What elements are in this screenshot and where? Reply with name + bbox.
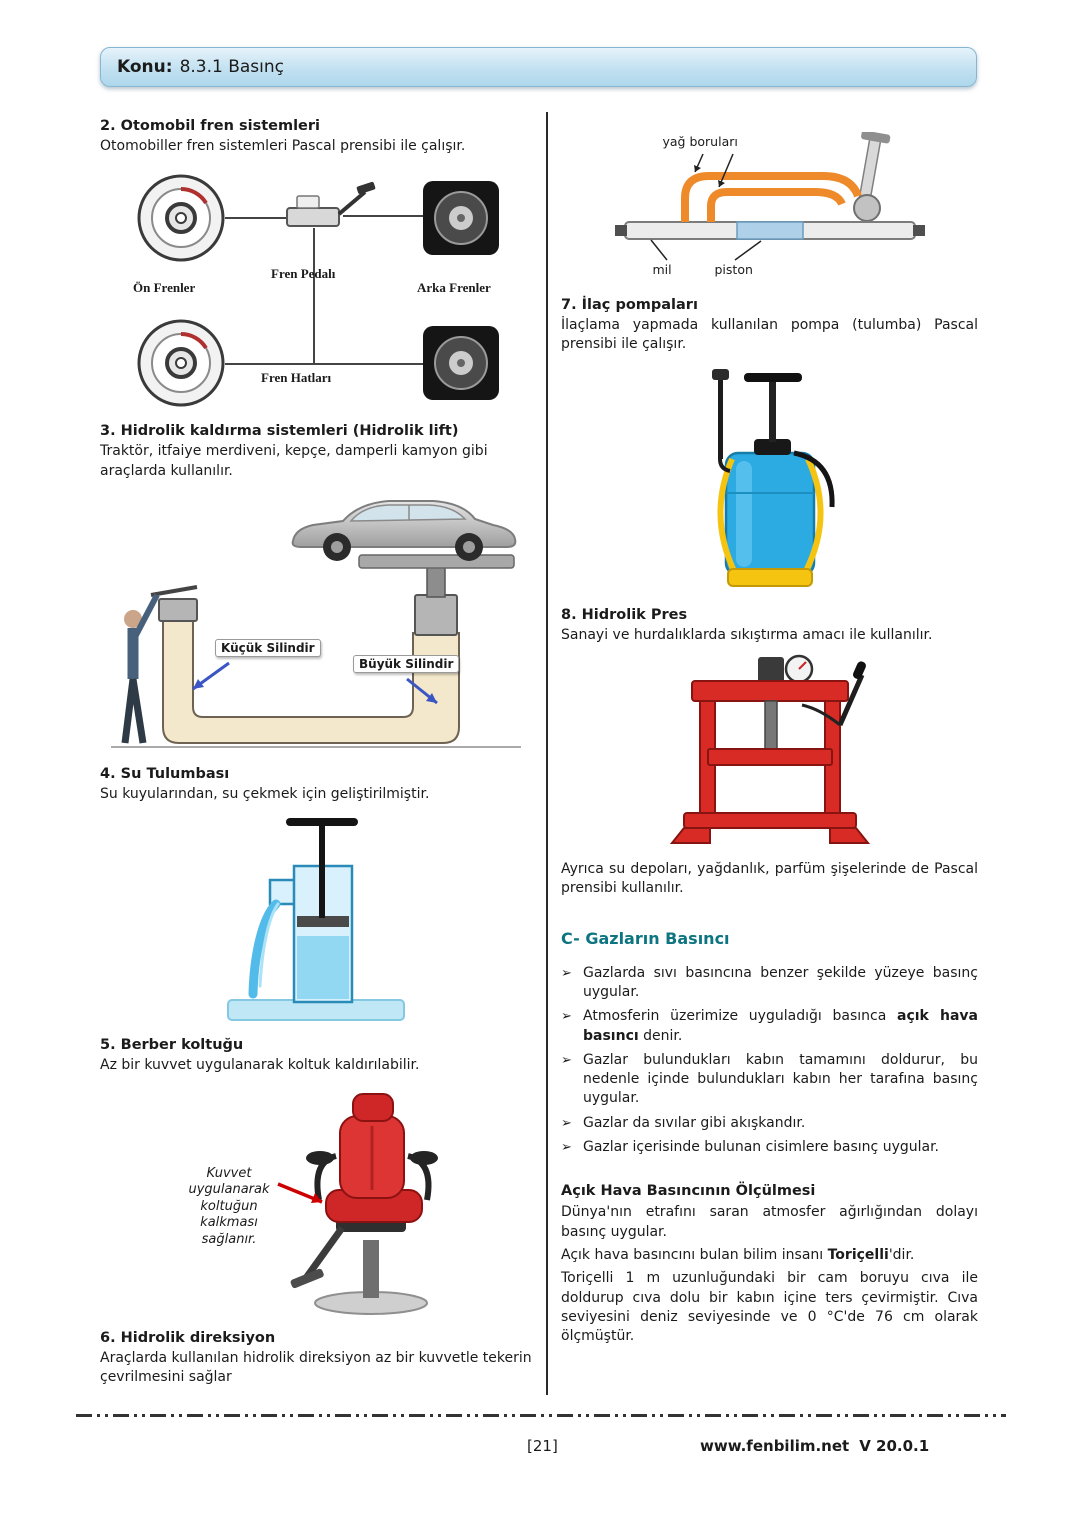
topic-value: 8.3.1 Basınç: [179, 57, 285, 77]
section-water-pump: 4. Su Tulumbası Su kuyularından, su çekm…: [100, 766, 532, 1023]
bullet-text: Gazlar içerisinde bulunan cisimlere bası…: [583, 1139, 940, 1156]
openair-paragraph-2: Açık hava basıncını bulan bilim insanı T…: [561, 1247, 915, 1263]
label-chair-annotation: Kuvvet uygulanarak koltuğun kalkması sağ…: [188, 1165, 270, 1248]
figure-hydraulic-lift: Küçük Silindir Büyük Silindir: [111, 491, 521, 756]
section-hydraulic-press: 8. Hidrolik Pres Sanayi ve hurdalıklarda…: [561, 607, 978, 848]
section-heading: 8. Hidrolik Pres: [561, 606, 688, 623]
label-brake-lines: Fren Hatları: [261, 370, 332, 386]
bullet-text: Gazlar da sıvılar gibi akışkandır.: [583, 1114, 806, 1131]
hydraulic-lift-illustration: [111, 499, 521, 748]
right-column: yağ boruları mil piston 7. İlaç pompalar…: [561, 108, 978, 1351]
bullet-text: Atmosferin üzerimize uyguladığı basınca: [583, 1008, 897, 1025]
section-body: Az bir kuvvet uygulanarak koltuk kaldırı…: [100, 1057, 420, 1074]
section-heading: 4. Su Tulumbası: [100, 765, 230, 782]
section-spray-pumps: 7. İlaç pompaları İlaçlama yapmada kulla…: [561, 297, 978, 595]
section-body: Traktör, itfaiye merdiveni, kepçe, dampe…: [100, 443, 488, 479]
section-heading: 6. Hidrolik direksiyon: [100, 1329, 276, 1346]
bullet-text: Gazlarda sıvı basıncına benzer şekilde y…: [583, 964, 978, 1000]
label-shaft: mil: [652, 262, 672, 277]
gases-bullet-list: ➢ Gazlarda sıvı basıncına benzer şekilde…: [561, 964, 978, 1158]
section-heading: 5. Berber koltuğu: [100, 1037, 244, 1054]
list-item: ➢ Gazlar da sıvılar gibi akışkandır.: [561, 1114, 978, 1133]
figure-hydraulic-press: [669, 653, 870, 848]
bullet-bold: açık hava basıncı: [583, 1008, 978, 1044]
list-item: ➢ Gazlar içerisinde bulunan cisimlere ba…: [561, 1138, 978, 1157]
sprayer-illustration: [712, 368, 835, 587]
left-column: 2. Otomobil fren sistemleri Otomobiller …: [100, 108, 532, 1391]
figure-barber-chair: Kuvvet uygulanarak koltuğun kalkması sağ…: [181, 1088, 451, 1320]
section-heading: 3. Hidrolik kaldırma sistemleri (Hidroli…: [100, 423, 459, 440]
list-item: ➢ Gazlarda sıvı basıncına benzer şekilde…: [561, 964, 978, 1003]
section-car-brakes: 2. Otomobil fren sistemleri Otomobiller …: [100, 118, 532, 413]
bullet-post: denir.: [638, 1027, 683, 1044]
bullet-arrow-icon: ➢: [561, 1009, 572, 1025]
list-item: ➢ Atmosferin üzerimize uyguladığı basınc…: [561, 1007, 978, 1046]
hydraulic-press-illustration: [669, 654, 870, 844]
bullet-arrow-icon: ➢: [561, 1052, 572, 1068]
figure-water-pump: [226, 818, 406, 1023]
section-barber-chair: 5. Berber koltuğu Az bir kuvvet uygulana…: [100, 1037, 532, 1319]
column-divider: [546, 112, 548, 1395]
footer-site: www.fenbilim.net V 20.0.1: [700, 1437, 939, 1455]
figure-brake-system: Ön Frenler Fren Pedalı Arka Frenler Fren…: [121, 168, 511, 413]
label-front-brakes: Ön Frenler: [133, 280, 196, 296]
section-body: Araçlarda kullanılan hidrolik direksiyon…: [100, 1349, 532, 1385]
list-item: ➢ Gazlar bulundukları kabın tamamını dol…: [561, 1051, 978, 1109]
version: V 20.0.1: [859, 1437, 930, 1455]
openair-paragraph-3: Toriçelli 1 m uzunluğundaki bir cam boru…: [561, 1270, 978, 1345]
section-body: Su kuyularından, su çekmek için geliştir…: [100, 785, 430, 802]
figure-steering-rack: yağ boruları mil piston: [614, 132, 925, 287]
label-brake-pedal: Fren Pedalı: [271, 266, 336, 282]
label-oil-pipes: yağ boruları: [662, 134, 738, 149]
section-hydraulic-lift: 3. Hidrolik kaldırma sistemleri (Hidroli…: [100, 423, 532, 756]
gases-heading: C- Gazların Basıncı: [561, 928, 730, 948]
steering-rack-illustration: [614, 132, 925, 261]
section-body: Sanayi ve hurdalıklarda sıkıştırma amacı…: [561, 626, 933, 643]
topic-banner: Konu: 8.3.1 Basınç: [100, 47, 977, 87]
page-number: [21]: [527, 1437, 558, 1455]
figure-sprayer: [682, 365, 857, 595]
section-hydraulic-steering: 6. Hidrolik direksiyon Araçlarda kullanı…: [100, 1330, 532, 1388]
barber-chair-illustration: [277, 1092, 438, 1315]
bullet-arrow-icon: ➢: [561, 1115, 572, 1131]
section-heading: 2. Otomobil fren sistemleri: [100, 118, 320, 134]
footer-dashed-line: [76, 1414, 1006, 1417]
section-heading: 7. İlaç pompaları: [561, 297, 698, 313]
label-piston: piston: [714, 262, 753, 277]
topic-label: Konu:: [117, 57, 173, 77]
section-body: Otomobiller fren sistemleri Pascal prens…: [100, 138, 466, 154]
label-big-cylinder: Büyük Silindir: [353, 654, 460, 673]
water-pump-illustration: [227, 818, 405, 1022]
bullet-arrow-icon: ➢: [561, 965, 572, 981]
bullet-arrow-icon: ➢: [561, 1140, 572, 1156]
label-small-cylinder: Küçük Silindir: [215, 638, 321, 657]
pascal-note: Ayrıca su depoları, yağdanlık, parfüm şi…: [561, 860, 978, 897]
brake-system-illustration: [137, 174, 499, 407]
openair-heading: Açık Hava Basıncının Ölçülmesi: [561, 1183, 816, 1200]
label-rear-brakes: Arka Frenler: [417, 280, 491, 296]
bullet-text: Gazlar bulundukları kabın tamamını doldu…: [583, 1051, 978, 1107]
torricelli-bold: Toriçelli: [827, 1247, 889, 1263]
site-url: www.fenbilim.net: [700, 1437, 850, 1455]
section-body: İlaçlama yapmada kullanılan pompa (tulum…: [561, 317, 978, 353]
openair-paragraph-1: Dünya'nın etrafını saran atmosfer ağırlı…: [561, 1204, 978, 1240]
